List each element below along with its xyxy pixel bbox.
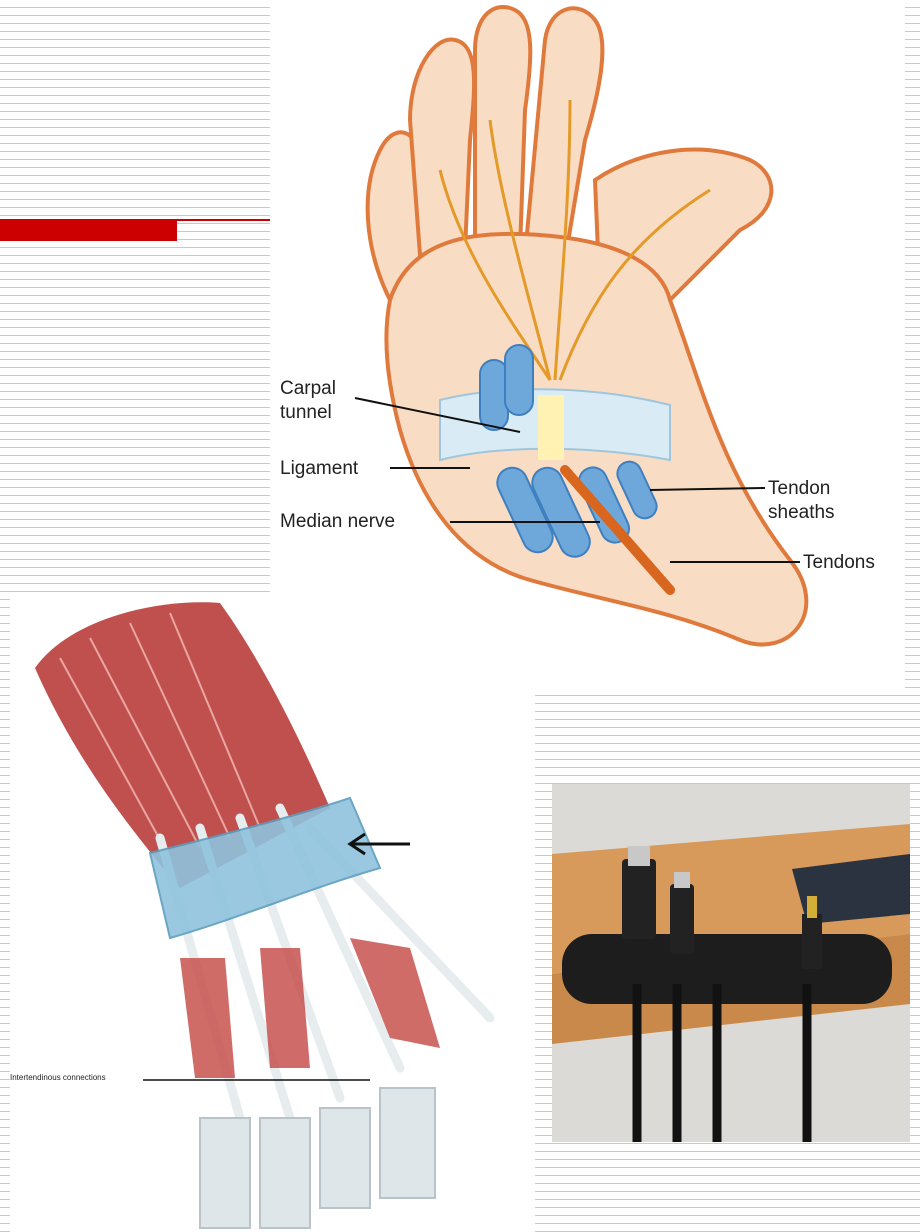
dorsal-hand-drawing: Intertendinous connections <box>10 602 495 1229</box>
tendon-sheaths <box>479 344 658 558</box>
label-intertendinous: Intertendinous connections <box>10 1073 106 1082</box>
cable-clip-holder <box>562 934 892 1004</box>
ruled-background-top-left <box>0 0 270 600</box>
phone <box>792 854 910 924</box>
cables <box>632 984 812 1142</box>
ruled-background-bottom-left <box>0 600 10 1232</box>
label-median-nerve: Median nerve <box>280 511 395 532</box>
audio-jack-connector <box>802 914 822 969</box>
cable-organizer-drawing <box>552 784 910 1142</box>
retinaculum-arrow <box>347 832 410 856</box>
finger-bases <box>199 1087 436 1229</box>
ruled-background-top-right <box>905 0 920 688</box>
label-carpal-tunnel-1: Carpal <box>280 378 336 399</box>
usb-a-tip <box>628 846 650 866</box>
label-carpal-tunnel-2: tunnel <box>280 402 332 423</box>
carpal-tunnel-region <box>538 395 564 460</box>
label-tendon-sheaths-1: Tendon <box>768 478 830 499</box>
title-accent-bar <box>0 219 177 241</box>
hand-drawing: Carpal tunnel Ligament Median nerve Tend… <box>280 4 875 647</box>
usb-a-connector <box>622 859 656 939</box>
usb-c-connector <box>670 884 694 954</box>
nerve-branches <box>438 99 711 381</box>
label-tendon-sheaths-2: sheaths <box>768 502 835 523</box>
extensor-retinaculum <box>148 796 382 940</box>
cable-organizer-photo <box>552 784 910 1142</box>
title-accent-line <box>177 219 270 221</box>
audio-jack-tip <box>807 896 817 918</box>
hand-muscles <box>180 938 440 1078</box>
forearm-muscles <box>35 602 330 888</box>
carpal-tunnel-illustration: Carpal tunnel Ligament Median nerve Tend… <box>270 0 905 688</box>
label-tendons: Tendons <box>803 552 875 573</box>
label-ligament: Ligament <box>280 458 359 479</box>
median-nerve <box>560 465 675 595</box>
leader-lines <box>354 397 800 563</box>
dorsal-hand-illustration: Intertendinous connections <box>10 598 535 1232</box>
usb-c-tip <box>674 872 690 888</box>
